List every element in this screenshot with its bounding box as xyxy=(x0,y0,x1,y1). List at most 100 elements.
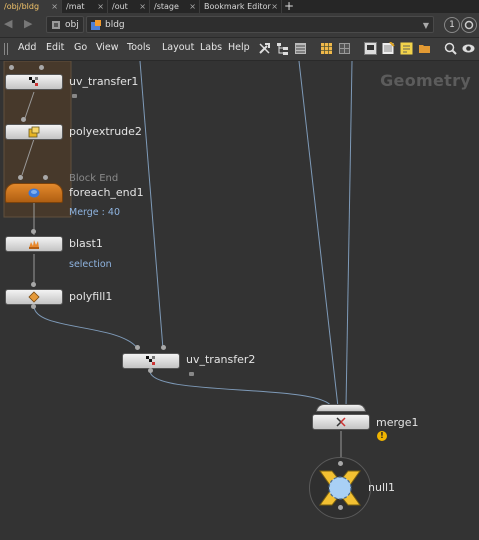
back-arrow-icon[interactable]: ◀ xyxy=(4,17,13,30)
wrench-icon[interactable] xyxy=(258,42,271,55)
output-connector[interactable] xyxy=(338,505,343,510)
network-context-label: Geometry xyxy=(380,71,471,90)
input-connector[interactable] xyxy=(31,229,36,234)
node-polyfill1[interactable] xyxy=(5,289,63,305)
polyfill-icon xyxy=(28,291,40,303)
grid-view-icon[interactable] xyxy=(320,42,333,55)
node-label: polyextrude2 xyxy=(69,125,142,138)
network-menu-bar: Add Edit Go View Tools Layout Labs Help xyxy=(0,38,479,61)
input-connector[interactable] xyxy=(9,65,14,70)
merge-input-bar[interactable] xyxy=(316,404,366,412)
breadcrumb-bldg[interactable]: bldg ▼ xyxy=(86,16,434,33)
close-icon[interactable]: × xyxy=(271,2,278,11)
menu-help[interactable]: Help xyxy=(228,42,250,53)
input-connector[interactable] xyxy=(21,117,26,122)
wire xyxy=(345,61,353,408)
help-circle-icon[interactable] xyxy=(461,17,477,33)
pane-tab-bar: /obj/bldg × /mat × /out × /stage × Bookmark … xyxy=(0,0,479,13)
input-connector[interactable] xyxy=(338,461,343,466)
chevron-down-icon[interactable]: ▼ xyxy=(422,21,429,30)
tab-stage[interactable]: /stage × xyxy=(150,0,200,13)
menu-tools[interactable]: Tools xyxy=(127,42,151,53)
merge-icon xyxy=(336,417,346,427)
close-icon[interactable]: × xyxy=(51,2,58,11)
tab-label: /stage xyxy=(154,2,179,11)
tab-label: /obj/bldg xyxy=(4,2,40,11)
node-uv-transfer1[interactable] xyxy=(5,74,63,90)
node-foreach-end1[interactable] xyxy=(5,183,63,203)
uv-transfer-icon xyxy=(146,356,155,365)
tab-label: /mat xyxy=(66,2,85,11)
node-label: uv_transfer1 xyxy=(69,75,139,88)
input-connector[interactable] xyxy=(39,65,44,70)
drag-handle-icon[interactable] xyxy=(3,43,9,55)
eye-visibility-icon[interactable] xyxy=(462,42,475,55)
input-connector[interactable] xyxy=(18,175,23,180)
geometry-object-icon xyxy=(91,20,101,30)
add-tab-icon[interactable]: + xyxy=(284,0,295,13)
input-connector[interactable] xyxy=(161,345,166,350)
menu-view[interactable]: View xyxy=(96,42,119,53)
tab-label: Bookmark Editor xyxy=(204,2,271,11)
menu-add[interactable]: Add xyxy=(18,42,37,53)
close-icon[interactable]: × xyxy=(189,2,196,11)
node-null1[interactable] xyxy=(316,465,364,511)
breadcrumb-obj[interactable]: obj xyxy=(46,16,84,33)
node-label: null1 xyxy=(368,481,396,494)
breadcrumb-label: obj xyxy=(65,20,79,30)
path-bar: ◀ ▶ obj bldg ▼ 1 xyxy=(0,13,479,38)
node-label: blast1 xyxy=(69,237,103,250)
forward-arrow-icon[interactable]: ▶ xyxy=(24,17,33,30)
layout-tree-icon[interactable] xyxy=(276,42,289,55)
tab-out[interactable]: /out × xyxy=(108,0,150,13)
wire xyxy=(139,61,164,350)
menu-go[interactable]: Go xyxy=(74,42,88,53)
tab-mat[interactable]: /mat × xyxy=(62,0,108,13)
node-label: polyfill1 xyxy=(69,290,113,303)
node-comment: selection xyxy=(69,259,112,270)
node-label: foreach_end1 xyxy=(69,186,144,199)
tab-obj-bldg[interactable]: /obj/bldg × xyxy=(0,0,62,13)
output-connector[interactable] xyxy=(31,304,36,309)
foreach-icon xyxy=(28,188,40,198)
list-view-icon[interactable] xyxy=(294,42,307,55)
wire xyxy=(21,138,35,176)
input-connector[interactable] xyxy=(43,175,48,180)
lock-icon xyxy=(189,372,194,376)
wire xyxy=(149,370,333,408)
tab-label: /out xyxy=(112,2,128,11)
node-merge1[interactable] xyxy=(312,414,370,430)
node-comment: Merge : 40 xyxy=(69,207,120,218)
warning-icon[interactable]: ! xyxy=(377,431,387,441)
polyextrude-icon xyxy=(28,126,40,138)
search-icon[interactable] xyxy=(444,42,457,55)
wire xyxy=(23,91,35,122)
node-label: merge1 xyxy=(376,416,419,429)
tab-bookmark-editor[interactable]: Bookmark Editor× xyxy=(200,0,282,13)
node-top-label: Block End xyxy=(69,173,119,184)
node-uv-transfer2[interactable] xyxy=(122,353,180,369)
thumbnail-view-icon[interactable] xyxy=(338,42,351,55)
sticky-note-icon[interactable] xyxy=(382,42,395,55)
menu-layout[interactable]: Layout xyxy=(162,42,195,53)
wire xyxy=(33,305,139,350)
input-connector[interactable] xyxy=(135,345,140,350)
close-icon[interactable]: × xyxy=(139,2,146,11)
network-box-icon[interactable] xyxy=(364,42,377,55)
wire xyxy=(298,61,339,408)
node-blast1[interactable] xyxy=(5,236,63,252)
uv-transfer-icon xyxy=(29,77,38,86)
input-connector[interactable] xyxy=(31,282,36,287)
object-network-icon xyxy=(52,21,60,29)
pin-link-button[interactable]: 1 xyxy=(444,17,460,33)
node-polyextrude2[interactable] xyxy=(5,124,63,140)
close-icon[interactable]: × xyxy=(97,2,104,11)
node-label: uv_transfer2 xyxy=(186,353,256,366)
output-connector[interactable] xyxy=(148,368,153,373)
lock-icon xyxy=(72,94,77,98)
network-editor-canvas[interactable]: Geometry uv_transfer1 polyextrude2 Block… xyxy=(0,61,479,540)
annotation-note-icon[interactable] xyxy=(400,42,413,55)
folder-icon[interactable] xyxy=(418,42,431,55)
menu-edit[interactable]: Edit xyxy=(46,42,65,53)
menu-labs[interactable]: Labs xyxy=(200,42,223,53)
